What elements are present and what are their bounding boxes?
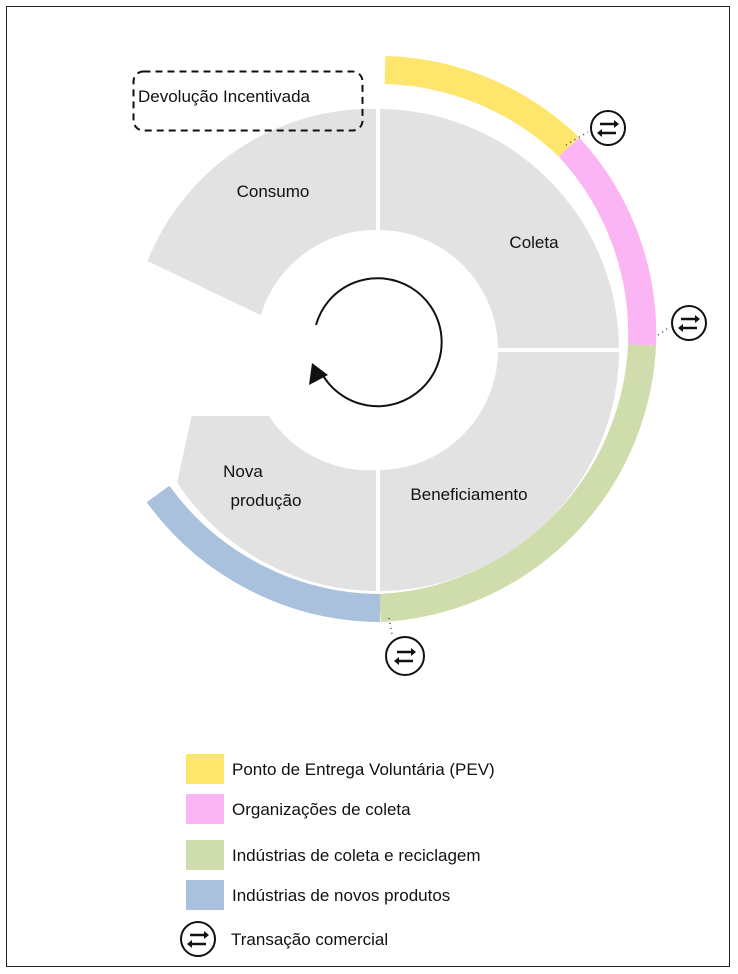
cycle-arrow [315, 277, 443, 408]
legend-label-transacao: Transação comercial [231, 930, 388, 949]
transaction-icon-reciclagem [671, 305, 707, 341]
label-beneficiamento: Beneficiamento [410, 485, 527, 504]
legend-swatch-novos [186, 880, 224, 910]
devolucao-incentivada-label: Devolução Incentivada [138, 87, 311, 106]
devolucao-dashed-box [132, 70, 364, 132]
segment-nova-producao [172, 412, 380, 596]
segment-coleta [376, 104, 624, 352]
cycle-arrowhead-icon [309, 363, 328, 385]
ring-organizacoes-coleta [558, 137, 657, 346]
ring-industrias-reciclagem [379, 344, 656, 622]
legend-swatch-organizacoes [186, 794, 224, 824]
segment-consumo [142, 104, 380, 321]
legend-swatch-reciclagem [186, 840, 224, 870]
label-producao: produção [231, 491, 302, 510]
transaction-icon-novos [385, 636, 425, 676]
segment-beneficiamento [376, 348, 624, 596]
ring-industrias-novos [146, 485, 381, 622]
ring-pev [384, 56, 579, 158]
connector-2 [657, 326, 671, 336]
label-consumo: Consumo [237, 182, 310, 201]
legend-label-pev: Ponto de Entrega Voluntária (PEV) [232, 760, 495, 779]
legend-label-organizacoes: Organizações de coleta [232, 800, 411, 819]
legend-label-reciclagem: Indústrias de coleta e reciclagem [232, 846, 481, 865]
label-nova: Nova [223, 462, 263, 481]
label-coleta: Coleta [509, 233, 559, 252]
legend-label-novos: Indústrias de novos produtos [232, 886, 450, 905]
legend-swatch-pev [186, 754, 224, 784]
legend-exchange-arrows-icon [180, 921, 216, 957]
transaction-icon-coleta [590, 110, 626, 146]
